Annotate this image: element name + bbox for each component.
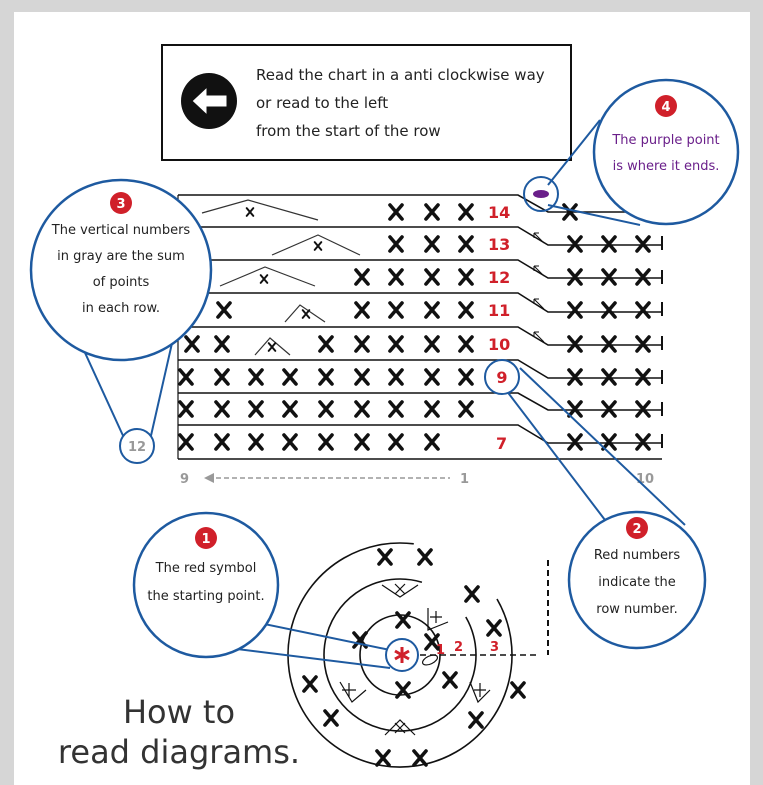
callout-1-number: 1: [201, 532, 210, 547]
callout-3-number: 3: [116, 197, 125, 212]
title-line-1: How to: [122, 693, 236, 731]
round-label-3: 3: [490, 640, 499, 655]
callout-2-target: [484, 359, 520, 395]
purple-end-point: [533, 190, 549, 198]
callout-4-bubble: [592, 78, 740, 226]
callout-2-number: 2: [632, 522, 641, 537]
turn-arrows: [533, 232, 545, 343]
row-number-14: 14: [488, 203, 510, 222]
callout-4-line-2: is where it ends.: [613, 159, 720, 174]
callout-3-bubble: [29, 178, 213, 362]
callout-3-line-1: The vertical numbers: [51, 223, 191, 238]
axis-left-label: 9: [180, 472, 189, 487]
callout-3-line-3: of points: [93, 275, 150, 290]
callout-4-line-1: The purple point: [611, 133, 719, 148]
canvas: Read the chart in a anti clockwise way o…: [14, 12, 750, 785]
callout-2-pointer: [505, 367, 686, 526]
decrease-arches: [201, 199, 361, 356]
left-arrow-circle-icon: [181, 73, 237, 129]
row-number-9: 9: [496, 368, 507, 387]
callout-1-line-1: The red symbol: [155, 561, 257, 576]
callout-2-badge: [626, 517, 648, 539]
callout-2-line-3: row number.: [596, 602, 677, 617]
round-label-1: 1: [436, 643, 445, 658]
right-axis-label: 10: [636, 472, 654, 487]
instruction-line-1: Read the chart in a anti clockwise way: [256, 66, 545, 84]
callout-1-badge: [195, 527, 217, 549]
callout-1-bubble: [132, 511, 280, 659]
callout-2-bubble: [567, 510, 707, 650]
callout-3-line-4: in each row.: [82, 301, 160, 316]
row-number-10: 10: [488, 335, 510, 354]
callout-4-target: [523, 176, 559, 212]
arch-x-marks: [245, 207, 323, 352]
callout-2-line-2: indicate the: [598, 575, 675, 590]
row-number-11: 11: [488, 301, 510, 320]
sum-badge: 12: [128, 440, 146, 455]
row-number-7: 7: [496, 434, 507, 453]
callout-2-line-1: Red numbers: [594, 548, 681, 563]
page-title: How to read diagrams.: [54, 692, 304, 772]
row-number-13: 13: [488, 235, 510, 254]
axis-arrowhead: [204, 473, 214, 483]
row-numbers: 14 13 12 11 10 7: [488, 203, 510, 453]
round-label-2: 2: [454, 640, 463, 655]
callout-4-pointer: [547, 119, 641, 226]
sum-badge-ring: [119, 428, 155, 464]
diagram-svg: Read the chart in a anti clockwise way o…: [29, 44, 740, 768]
round-increase-marks: [339, 583, 491, 736]
instruction-line-2: or read to the left: [256, 94, 388, 112]
callout-4-badge: [655, 95, 677, 117]
callout-4-number: 4: [661, 100, 670, 115]
chart-grid: [177, 194, 662, 460]
round-labels: 1 2 3: [436, 640, 499, 658]
callout-3-badge: [110, 192, 132, 214]
callout-3-line-2: in gray are the sum: [57, 249, 185, 264]
axis-right-label: 1: [460, 472, 469, 487]
row-number-12: 12: [488, 268, 510, 287]
instruction-line-3: from the start of the row: [256, 122, 441, 140]
callout-1-line-2: the starting point.: [147, 589, 264, 604]
title-line-2: read diagrams.: [57, 733, 301, 771]
red-start-symbol: [394, 647, 410, 663]
